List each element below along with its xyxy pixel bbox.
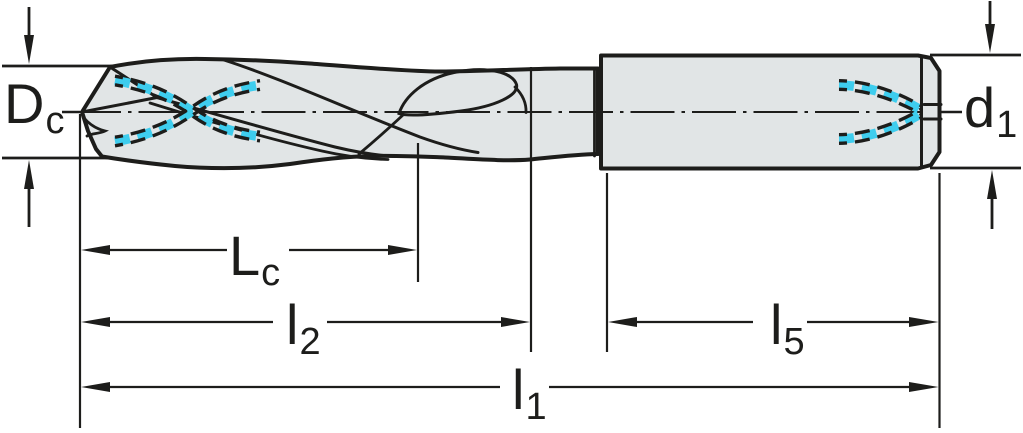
l1-arrow-left: [81, 382, 110, 392]
dimension-l1: [81, 382, 939, 392]
drill-body: [80, 56, 600, 171]
length-l2-subscript: 2: [299, 321, 321, 363]
cutting-diameter-subscript: c: [45, 100, 65, 142]
shank-diameter-reference: [930, 1, 1021, 229]
length-l5-subscript: 5: [783, 321, 805, 363]
dimension-lc: [81, 245, 417, 255]
flute-runout-tail: [357, 113, 405, 156]
lc-arrow-right: [388, 245, 417, 255]
l1-arrow-right: [909, 382, 939, 392]
shank-diameter-subscript: 1: [996, 104, 1018, 146]
cutting-diameter-symbol: D: [4, 72, 45, 135]
lc-arrow-left: [81, 245, 110, 255]
overall-length-subscript: 1: [525, 386, 547, 428]
dimension-l5: [608, 317, 939, 327]
chisel-edge-notch: [82, 116, 110, 138]
length-l2-symbol: l: [286, 293, 299, 356]
flute-helix-line-upper: [222, 58, 480, 154]
shank-diameter-symbol: d: [964, 76, 996, 139]
length-l5-symbol: l: [770, 293, 783, 356]
l5-arrow-left: [608, 317, 637, 327]
flute-length-subscript: c: [261, 252, 281, 294]
l5-arrow-right: [909, 317, 939, 327]
l2-arrow-left: [81, 317, 110, 327]
flute-runout-teardrop: [397, 68, 519, 117]
extension-lines: [78, 67, 941, 428]
d1-arrow-down-head: [985, 24, 995, 53]
dc-arrow-up-head: [24, 160, 34, 189]
drill-body-outline: [80, 56, 600, 171]
overall-length-symbol: l: [512, 358, 525, 421]
dimension-l2: [81, 317, 530, 327]
dc-arrow-down-head: [24, 35, 34, 64]
cutting-diameter-reference: [2, 7, 116, 227]
flute-runout-end-curve: [513, 85, 528, 114]
d1-arrow-up-head: [987, 170, 997, 199]
flute-length-symbol: L: [229, 224, 261, 287]
l2-arrow-right: [501, 317, 530, 327]
